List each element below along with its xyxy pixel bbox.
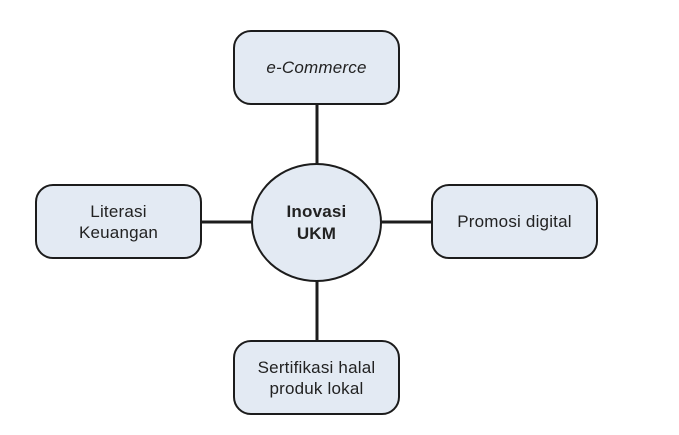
node-promosi-digital-label: Promosi digital bbox=[457, 212, 572, 231]
node-literasi-keuangan-label: Literasi Keuangan bbox=[78, 201, 159, 242]
center-node-label: Inovasi UKM bbox=[286, 201, 347, 243]
node-literasi-keuangan: Literasi Keuangan bbox=[35, 184, 202, 259]
node-promosi-digital: Promosi digital bbox=[431, 184, 598, 259]
center-node-inovasi-ukm: Inovasi UKM bbox=[251, 163, 382, 282]
node-sertifikasi-halal: Sertifikasi halal produk lokal bbox=[233, 340, 400, 415]
node-sertifikasi-halal-label: Sertifikasi halal produk lokal bbox=[257, 357, 376, 398]
node-e-commerce: e-Commerce bbox=[233, 30, 400, 105]
node-e-commerce-label: e-Commerce bbox=[266, 58, 367, 77]
